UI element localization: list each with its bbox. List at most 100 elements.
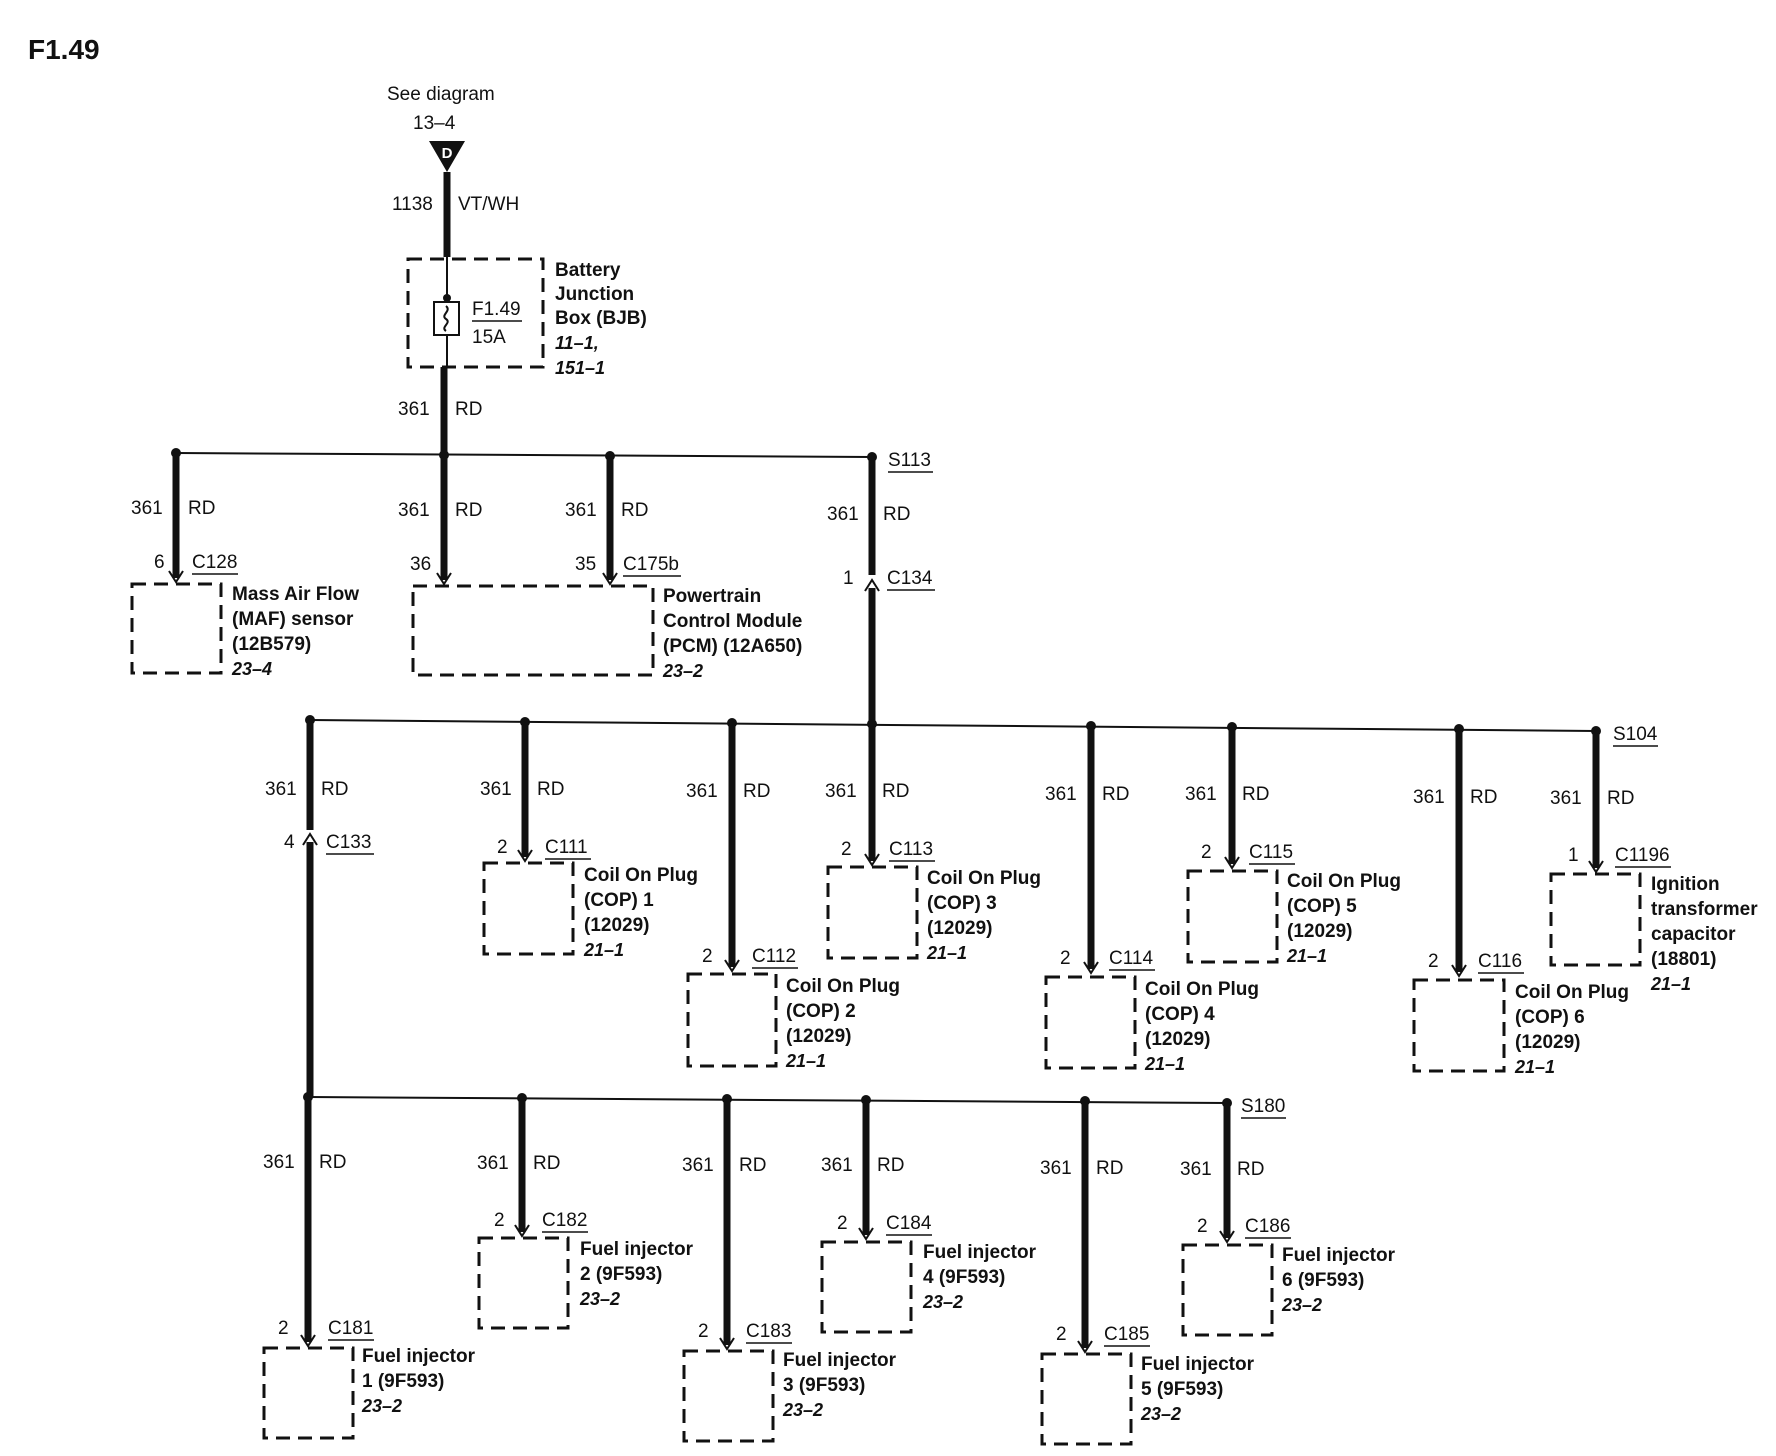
cop2-component-box bbox=[686, 972, 778, 1068]
itc-pin: 1 bbox=[1568, 845, 1579, 866]
injector-bus bbox=[307, 1096, 1228, 1104]
inj6-ref: 23–2 bbox=[1281, 1295, 1322, 1315]
cop4-connector: C114 bbox=[1109, 948, 1153, 969]
pcm-pin-35: 35 bbox=[575, 554, 596, 575]
connector-d-icon bbox=[429, 141, 465, 172]
inj2-connector-arrow-icon bbox=[514, 1224, 530, 1238]
bjb-box bbox=[406, 257, 545, 369]
cop6-connector: C116 bbox=[1478, 951, 1522, 972]
pcm-35-color: RD bbox=[621, 500, 648, 521]
maf-pin: 6 bbox=[154, 552, 165, 573]
itc-component-box bbox=[1549, 872, 1642, 967]
inj5-name-2: 5 (9F593) bbox=[1141, 1379, 1223, 1400]
inj5-ref: 23–2 bbox=[1140, 1404, 1181, 1424]
cop1-name-3: (12029) bbox=[584, 915, 650, 936]
inj3-circuit: 361 bbox=[682, 1155, 714, 1176]
itc-ref: 21–1 bbox=[1650, 974, 1691, 994]
cop3-component-box bbox=[826, 865, 919, 960]
c134-connector-arrow-icon bbox=[864, 578, 880, 592]
cop1-connector: C111 bbox=[545, 837, 588, 858]
cop3-name-3: (12029) bbox=[927, 918, 993, 939]
inj2-color: RD bbox=[533, 1153, 560, 1174]
see-diagram-page: 13–4 bbox=[413, 113, 456, 134]
s113-circuit: 361 bbox=[827, 504, 859, 525]
inj2-pin: 2 bbox=[494, 1210, 505, 1231]
inj1-component-box bbox=[262, 1346, 355, 1440]
inj5-component-box bbox=[1040, 1352, 1133, 1446]
pcm-name-1: Powertrain bbox=[663, 586, 761, 607]
cop6-ref: 21–1 bbox=[1514, 1057, 1555, 1077]
connector-d-letter: D bbox=[442, 145, 453, 162]
cop2-circuit: 361 bbox=[686, 781, 718, 802]
cop6-pin: 2 bbox=[1428, 951, 1439, 972]
inj1-name-2: 1 (9F593) bbox=[362, 1371, 444, 1392]
maf-component-box bbox=[130, 582, 223, 675]
inj2-name-2: 2 (9F593) bbox=[580, 1264, 662, 1285]
inj5-connector-arrow-icon bbox=[1077, 1340, 1093, 1354]
coil-bus bbox=[309, 719, 1597, 732]
cop2-name-1: Coil On Plug bbox=[786, 976, 900, 997]
inj4-circuit: 361 bbox=[821, 1155, 853, 1176]
cop3-pin: 2 bbox=[841, 839, 852, 860]
inj4-pin: 2 bbox=[837, 1213, 848, 1234]
cop3-connector: C113 bbox=[889, 839, 933, 860]
cop2-pin: 2 bbox=[702, 946, 713, 967]
cop3-name-1: Coil On Plug bbox=[927, 868, 1041, 889]
cop6-connector-arrow-icon bbox=[1451, 964, 1467, 978]
cop6-color: RD bbox=[1470, 787, 1497, 808]
inj3-name-1: Fuel injector bbox=[783, 1350, 897, 1371]
inj4-name-1: Fuel injector bbox=[923, 1242, 1037, 1263]
inj1-name-1: Fuel injector bbox=[362, 1346, 476, 1367]
cop1-pin: 2 bbox=[497, 837, 508, 858]
cop5-pin: 2 bbox=[1201, 842, 1212, 863]
cop5-name-1: Coil On Plug bbox=[1287, 871, 1401, 892]
inj5-pin: 2 bbox=[1056, 1324, 1067, 1345]
pcm-name-2: Control Module bbox=[663, 611, 802, 632]
cop1-connector-arrow-icon bbox=[517, 849, 533, 863]
pcm-35-circuit: 361 bbox=[565, 500, 597, 521]
feed-wire-circuit: 1138 bbox=[392, 194, 433, 215]
cop2-connector-arrow-icon bbox=[724, 959, 740, 973]
cop1-color: RD bbox=[537, 779, 564, 800]
bjb-ref-2: 151–1 bbox=[555, 358, 605, 378]
bjb-output-color: RD bbox=[455, 399, 482, 420]
pcm-pin-36: 36 bbox=[410, 554, 431, 575]
itc-connector: C1196 bbox=[1615, 845, 1670, 866]
inj3-component-box bbox=[682, 1349, 775, 1443]
inj1-color: RD bbox=[319, 1152, 346, 1173]
cop4-color: RD bbox=[1102, 784, 1129, 805]
cop2-connector: C112 bbox=[752, 946, 796, 967]
inj6-name-2: 6 (9F593) bbox=[1282, 1270, 1364, 1291]
itc-circuit: 361 bbox=[1550, 788, 1582, 809]
cop1-component-box bbox=[482, 861, 575, 956]
pcm-36-connector-arrow-icon bbox=[436, 572, 452, 586]
cop4-circuit: 361 bbox=[1045, 784, 1077, 805]
page-title: F1.49 bbox=[28, 34, 100, 65]
s113-color: RD bbox=[883, 504, 910, 525]
pcm-connector: C175b bbox=[623, 554, 679, 575]
maf-connector: C128 bbox=[192, 552, 237, 573]
inj6-connector: C186 bbox=[1245, 1216, 1290, 1237]
splice-s104-label: S104 bbox=[1613, 724, 1658, 745]
inj1-connector: C181 bbox=[328, 1318, 373, 1339]
inj1-pin: 2 bbox=[278, 1318, 289, 1339]
inj6-circuit: 361 bbox=[1180, 1159, 1212, 1180]
bjb-node bbox=[443, 294, 451, 302]
maf-connector-arrow-icon bbox=[168, 570, 184, 584]
cop3-name-2: (COP) 3 bbox=[927, 893, 997, 914]
c133-pin: 4 bbox=[284, 832, 295, 853]
inj4-connector-arrow-icon bbox=[858, 1227, 874, 1241]
inj6-connector-arrow-icon bbox=[1219, 1230, 1235, 1244]
cop2-name-2: (COP) 2 bbox=[786, 1001, 856, 1022]
cop1-name-1: Coil On Plug bbox=[584, 865, 698, 886]
cop5-component-box bbox=[1186, 869, 1279, 964]
cop5-ref: 21–1 bbox=[1286, 946, 1327, 966]
cop5-name-3: (12029) bbox=[1287, 921, 1353, 942]
itc-name-1: Ignition bbox=[1651, 874, 1720, 895]
pcm-component-box bbox=[411, 584, 655, 677]
cop2-color: RD bbox=[743, 781, 770, 802]
splice-s113-label: S113 bbox=[888, 450, 931, 471]
cop5-connector: C115 bbox=[1249, 842, 1293, 863]
cop6-circuit: 361 bbox=[1413, 787, 1445, 808]
